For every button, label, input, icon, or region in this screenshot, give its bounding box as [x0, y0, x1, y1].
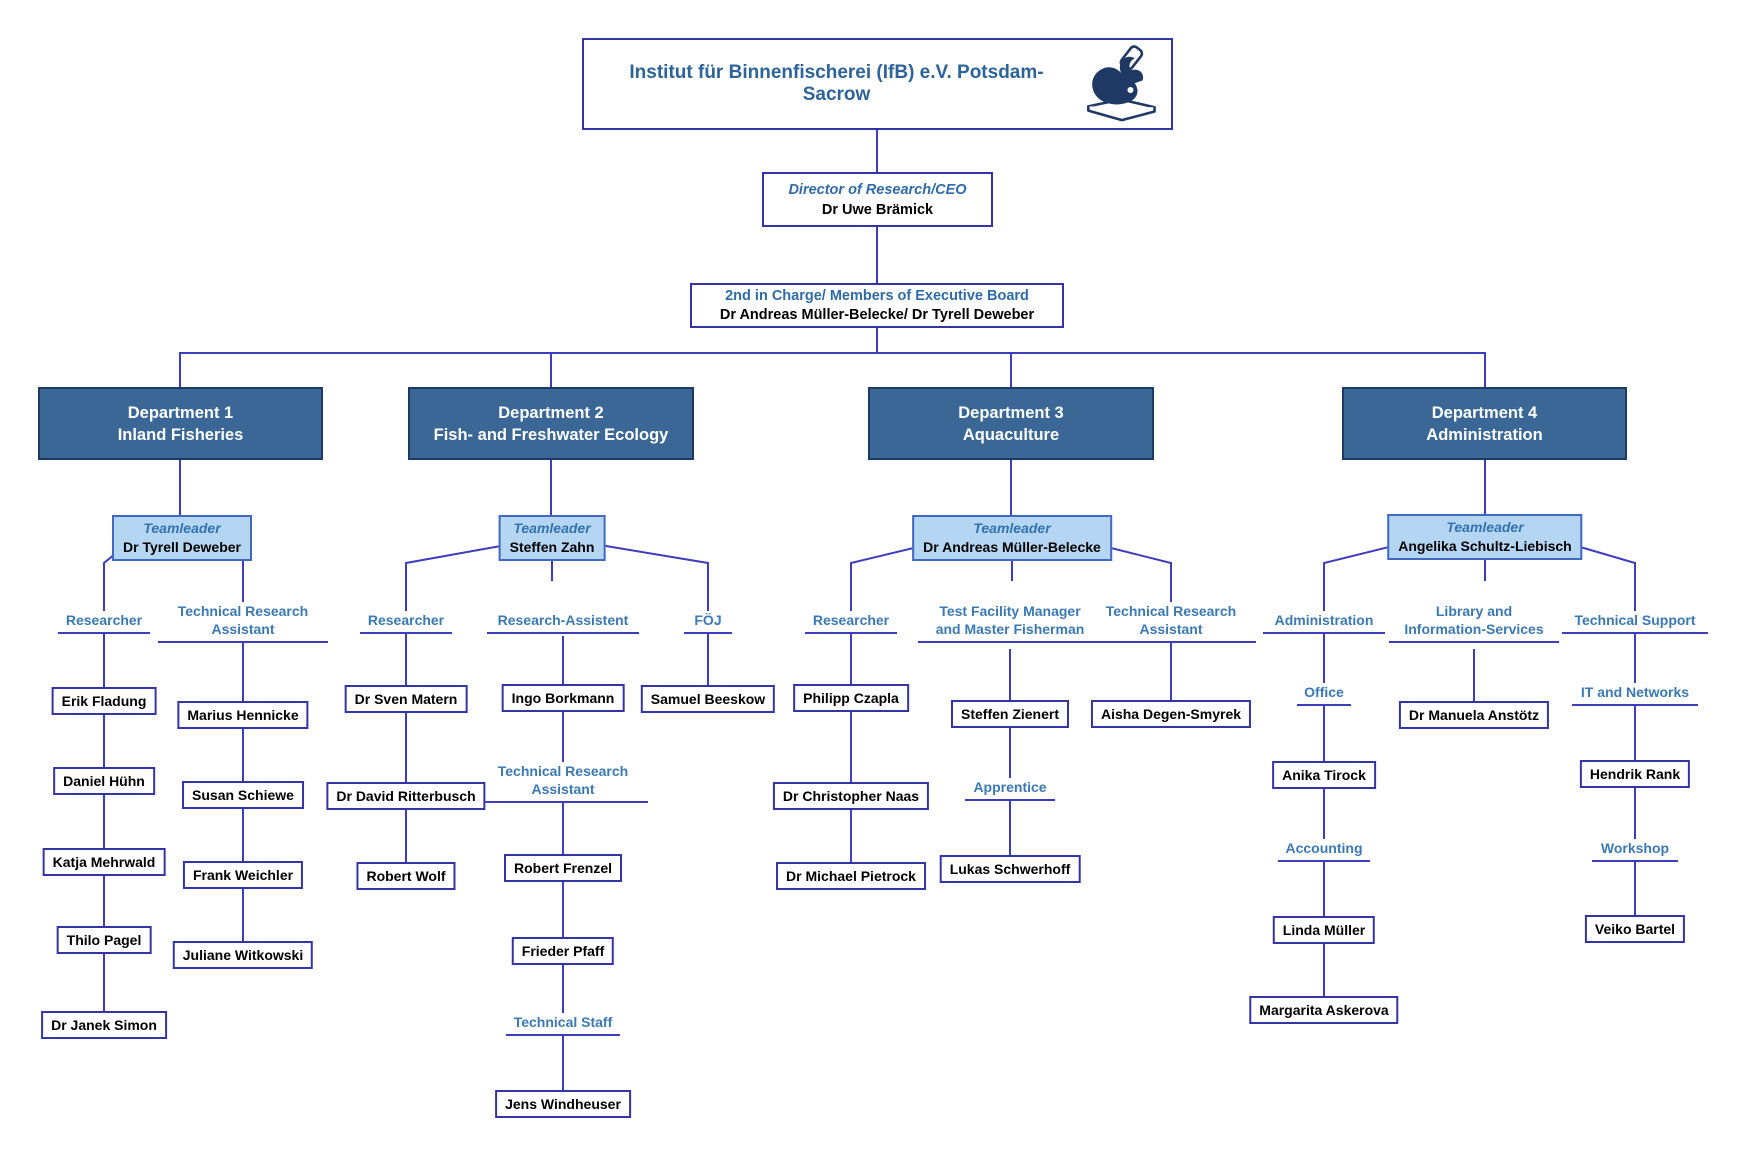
role-label: Apprentice [965, 778, 1055, 801]
member-box: Dr Janek Simon [41, 1011, 167, 1039]
department-subtitle: Inland Fisheries [117, 425, 244, 444]
role-label: Researcher [360, 611, 452, 634]
director-name: Dr Uwe Brämick [821, 201, 934, 218]
role-label: Office [1297, 683, 1351, 706]
member-box: Dr Manuela Anstötz [1398, 701, 1550, 729]
director-box: Director of Research/CEO Dr Uwe Brämick [762, 172, 993, 227]
microscope-fish-logo [1087, 45, 1156, 122]
member-box: Erik Fladung [51, 687, 157, 715]
role-label: Researcher [805, 611, 897, 634]
role-label: Researcher [58, 611, 150, 634]
member-box: Steffen Zienert [950, 700, 1070, 728]
member-box: Robert Frenzel [503, 854, 623, 882]
role-label: Test Facility Manager and Master Fisherm… [918, 602, 1102, 643]
member-box: Frieder Pfaff [511, 937, 615, 965]
member-box: Philipp Czapla [793, 684, 909, 712]
teamleader-box-4: Teamleader Angelika Schultz-Liebisch [1387, 514, 1583, 560]
role-label: Technical Staff [506, 1013, 620, 1036]
member-box: Hendrik Rank [1579, 760, 1691, 788]
member-box: Dr David Ritterbusch [326, 782, 486, 810]
department-subtitle: Fish- and Freshwater Ecology [433, 425, 669, 444]
teamleader-label: Teamleader [513, 520, 591, 536]
member-box: Margarita Askerova [1249, 996, 1399, 1024]
member-box: Marius Hennicke [177, 701, 309, 729]
department-subtitle: Administration [1426, 425, 1543, 444]
role-label: Administration [1263, 611, 1385, 634]
teamleader-label: Teamleader [143, 520, 221, 536]
member-box: Robert Wolf [356, 862, 456, 890]
institute-title-box: Institut für Binnenfischerei (IfB) e.V. … [582, 38, 1173, 130]
department-title: Department 3 [958, 403, 1064, 422]
teamleader-name: Dr Andreas Müller-Belecke [923, 539, 1101, 555]
role-label: FÖJ [684, 611, 732, 634]
teamleader-box-3: Teamleader Dr Andreas Müller-Belecke [912, 515, 1112, 561]
role-label: Technical Research Assistant [158, 602, 328, 643]
teamleader-box-1: Teamleader Dr Tyrell Deweber [111, 515, 253, 561]
department-header-4: Department 4 Administration [1342, 387, 1627, 460]
member-box: Frank Weichler [182, 861, 304, 889]
member-box: Dr Christopher Naas [772, 782, 930, 810]
teamleader-box-2: Teamleader Steffen Zahn [498, 515, 606, 561]
institute-title: Institut für Binnenfischerei (IfB) e.V. … [629, 62, 1044, 105]
member-box: Veiko Bartel [1584, 915, 1686, 943]
department-header-2: Department 2 Fish- and Freshwater Ecolog… [408, 387, 694, 460]
member-box: Katja Mehrwald [42, 848, 166, 876]
executive-role: 2nd in Charge/ Members of Executive Boar… [725, 287, 1029, 304]
member-box: Lukas Schwerhoff [939, 855, 1081, 883]
role-label: Technical Research Assistant [478, 762, 648, 803]
member-box: Susan Schiewe [182, 781, 304, 809]
executive-names: Dr Andreas Müller-Belecke/ Dr Tyrell Dew… [719, 306, 1035, 323]
department-title: Department 1 [127, 403, 234, 422]
role-label: Technical Research Assistant [1086, 602, 1256, 643]
member-box: Thilo Pagel [56, 926, 152, 954]
member-box: Daniel Hühn [53, 767, 155, 795]
department-header-3: Department 3 Aquaculture [868, 387, 1154, 460]
member-box: Dr Michael Pietrock [776, 862, 926, 890]
member-box: Dr Sven Matern [344, 685, 468, 713]
role-label: Technical Support [1562, 611, 1708, 634]
member-box: Aisha Degen-Smyrek [1090, 700, 1252, 728]
teamleader-name: Angelika Schultz-Liebisch [1398, 538, 1572, 554]
member-box: Linda Müller [1272, 916, 1376, 944]
department-title: Department 4 [1431, 403, 1538, 422]
role-label: Accounting [1278, 839, 1370, 862]
department-subtitle: Aquaculture [962, 425, 1060, 444]
member-box: Samuel Beeskow [640, 685, 776, 713]
member-box: Ingo Borkmann [501, 684, 625, 712]
role-label: Workshop [1592, 839, 1678, 862]
teamleader-label: Teamleader [1446, 519, 1524, 535]
role-label: Library and Information-Services [1389, 602, 1559, 643]
member-box: Juliane Witkowski [172, 941, 314, 969]
department-header-1: Department 1 Inland Fisheries [38, 387, 323, 460]
member-box: Jens Windheuser [495, 1090, 631, 1118]
executive-box: 2nd in Charge/ Members of Executive Boar… [690, 283, 1064, 328]
teamleader-label: Teamleader [973, 520, 1051, 536]
member-box: Anika Tirock [1272, 761, 1376, 789]
role-label: Research-Assistent [487, 611, 639, 634]
director-role: Director of Research/CEO [788, 181, 967, 198]
teamleader-name: Dr Tyrell Deweber [122, 539, 242, 555]
department-title: Department 2 [498, 403, 604, 422]
role-label: IT and Networks [1572, 683, 1698, 706]
teamleader-name: Steffen Zahn [509, 539, 595, 555]
